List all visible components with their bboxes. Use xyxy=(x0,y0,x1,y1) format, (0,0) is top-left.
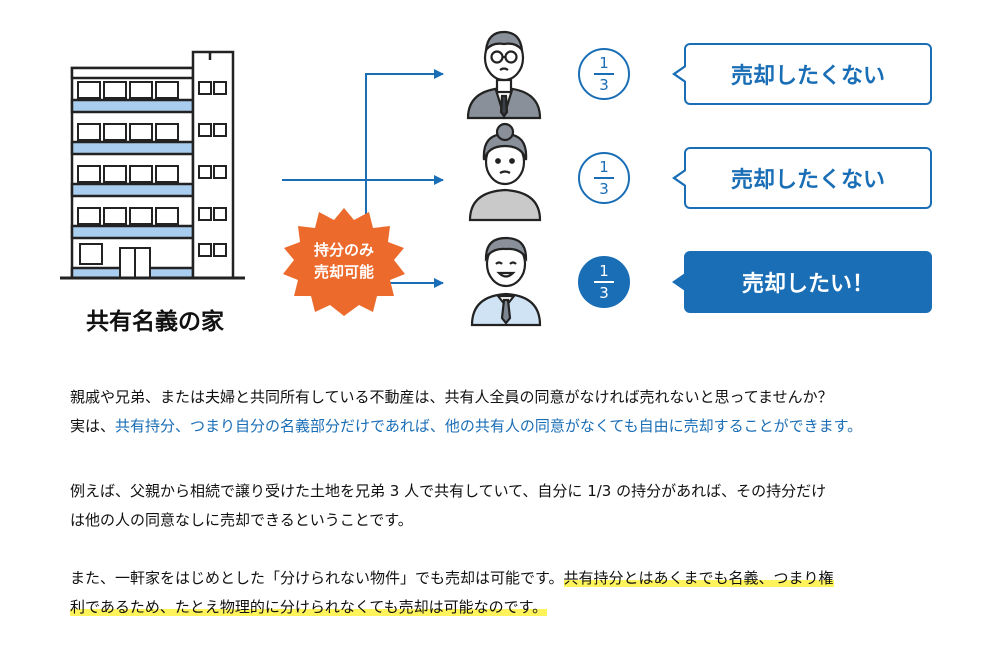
share-fraction-1: 1 3 xyxy=(578,48,630,100)
share-numerator: 1 xyxy=(599,262,609,280)
smiling-man-icon xyxy=(470,236,542,327)
paragraph-1-emphasis: 共有持分、つまり自分の名義部分だけであれば、他の共有人の同意がなくても自由に売却… xyxy=(115,417,863,435)
fraction-bar xyxy=(594,281,614,283)
badge-line-2: 売却可能 xyxy=(313,263,374,281)
share-denominator: 3 xyxy=(599,284,609,302)
fraction-bar xyxy=(594,73,614,75)
badge-line-1: 持分のみ xyxy=(313,241,374,259)
share-numerator: 1 xyxy=(599,54,609,72)
paragraph-1-lead: 実は、 xyxy=(70,417,116,435)
share-denominator: 3 xyxy=(599,180,609,198)
share-fraction-3: 1 3 xyxy=(578,256,630,308)
fraction-bar xyxy=(594,177,614,179)
statement-text: 売却したくない xyxy=(730,64,885,89)
share-numerator: 1 xyxy=(599,158,609,176)
elderly-man-icon xyxy=(466,30,542,120)
paragraph-1-line-1: 親戚や兄弟、または夫婦と共同所有している不動産は、共有人全員の同意がなければ売れ… xyxy=(70,388,833,406)
statement-text: 売却したい！ xyxy=(741,272,874,297)
speech-bubble-3: 売却したい！ xyxy=(672,251,932,313)
paragraph-1: 親戚や兄弟、または夫婦と共同所有している不動産は、共有人全員の同意がなければ売れ… xyxy=(70,383,950,441)
speech-bubble-1: 売却したくない xyxy=(672,43,932,105)
paragraph-3: また、一軒家をはじめとした「分けられない物件」でも売却は可能です。共有持分とはあ… xyxy=(70,564,950,622)
building-label: 共有名義の家 xyxy=(86,309,224,335)
paragraph-2: 例えば、父親から相続で譲り受けた土地を兄弟 3 人で共有していて、自分に 1/3… xyxy=(70,477,950,535)
speech-bubble-2: 売却したくない xyxy=(672,147,932,209)
paragraph-2-line-1: 例えば、父親から相続で譲り受けた土地を兄弟 3 人で共有していて、自分に 1/3… xyxy=(70,482,827,500)
badge-text: 持分のみ 売却可能 xyxy=(284,239,404,283)
paragraph-3-highlight-2: 利であるため、たとえ物理的に分けられなくても売却は可能なのです。 xyxy=(70,598,548,616)
paragraph-3-line-1: また、一軒家をはじめとした「分けられない物件」でも売却は可能です。共有持分とはあ… xyxy=(70,564,950,593)
paragraph-2-line-2: は他の人の同意なしに売却できるということです。 xyxy=(70,511,413,529)
share-denominator: 3 xyxy=(599,76,609,94)
paragraph-1-line-2: 実は、共有持分、つまり自分の名義部分だけであれば、他の共有人の同意がなくても自由… xyxy=(70,412,950,441)
paragraph-3-highlight-1: 共有持分とはあくまでも名義、つまり権 xyxy=(563,569,834,587)
share-fraction-2: 1 3 xyxy=(578,152,630,204)
share-only-sale-badge xyxy=(283,208,405,316)
apartment-building-icon xyxy=(60,50,245,280)
statement-text: 売却したくない xyxy=(730,168,885,193)
elderly-woman-icon xyxy=(468,122,542,222)
paragraph-3-line-2: 利であるため、たとえ物理的に分けられなくても売却は可能なのです。 xyxy=(70,593,950,622)
paragraph-3-lead: また、一軒家をはじめとした「分けられない物件」でも売却は可能です。 xyxy=(70,569,564,587)
